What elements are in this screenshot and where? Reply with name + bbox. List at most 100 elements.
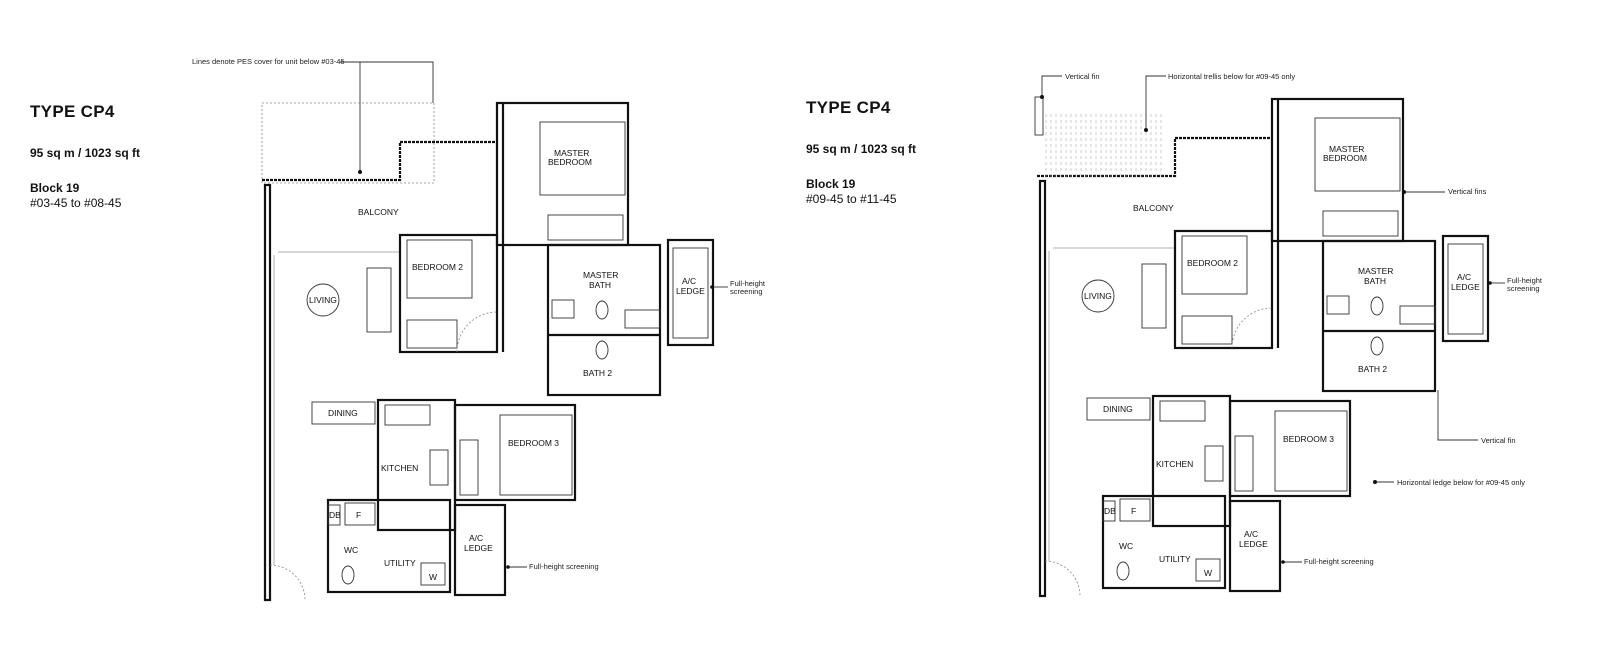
vertical-fin-note: Vertical fin [1481,436,1516,445]
leader-dot [1488,281,1492,285]
leader-dot [1373,480,1377,484]
utility-walls [326,498,452,594]
room-label-bath-2: BATH 2 [583,368,612,378]
leader-dot [506,565,510,569]
room-label-dining: DINING [1103,404,1133,414]
room-label-bath-2: BATH 2 [1358,364,1387,374]
unit-type-title: TYPE CP4 [30,102,115,121]
toilet [1370,336,1384,356]
leader-dot [1402,190,1406,194]
toilet [1370,296,1384,316]
leader-dot [1144,128,1148,132]
bedroom-2-walls [1173,229,1274,350]
dining-table [311,401,376,425]
pes-cover-note: Lines denote PES cover for unit below #0… [192,57,345,66]
room-label-master-bath: BATH [1364,276,1386,286]
wardrobe [406,319,458,349]
room-label-washer: W [429,572,437,582]
room-label-balcony: BALCONY [1133,203,1174,213]
sink [1159,400,1206,422]
unit-range: #03-45 to #08-45 [30,196,122,210]
washer-box [420,562,446,586]
block-label: Block 19 [30,181,80,195]
floor-plan-right: BALCONY LIVING BEDROOM 2 MASTER BEDROOM … [1037,97,1490,598]
door-swing [1044,560,1081,597]
room-label-kitchen: KITCHEN [1156,459,1193,469]
door-swing [456,311,498,353]
wardrobe [1234,435,1254,492]
room-label-bedroom-3: BEDROOM 3 [1283,434,1334,444]
room-label-bedroom-3: BEDROOM 3 [508,438,559,448]
db-box [1102,500,1116,522]
wardrobe [1322,210,1399,237]
screening-note: Full-height screening [1304,557,1374,566]
leader-dot [358,170,362,174]
screening-note: Full-height [730,279,766,288]
room-label-db: DB [1104,506,1116,516]
room-label-ac-ledge: LEDGE [1451,282,1480,292]
door-swing [269,564,306,601]
room-label-ac-ledge: A/C [1244,529,1258,539]
room-label-ac-ledge: A/C [682,276,696,286]
leader-line [1145,75,1166,130]
pes-cover-annotation: Lines denote PES cover for unit below #0… [192,57,435,184]
room-label-master-bath: MASTER [1358,266,1393,276]
kitchen-walls [1151,394,1232,528]
wardrobe [1181,315,1233,345]
room-label-dining: DINING [328,408,358,418]
floor-plan-left: BALCONY LIVING BEDROOM 2 MASTER BEDROOM … [262,101,715,602]
bedroom-3-walls [1228,399,1352,498]
bed [406,239,473,299]
pes-cover-outline [261,102,435,184]
wardrobe [547,214,624,241]
unit-type-title: TYPE CP4 [806,98,891,117]
sink [384,404,431,426]
room-label-master-bath: MASTER [583,270,618,280]
room-label-wc: WC [344,545,358,555]
toilet [595,340,609,360]
screening-annotations-left: Full-height screening Full-height screen… [506,279,766,571]
bedroom-3-walls [453,403,577,502]
sofa [366,267,392,333]
plan-right-annotations: Vertical fin Horizontal trellis below fo… [1034,72,1543,566]
bed [1181,235,1248,295]
room-label-utility: UTILITY [1159,554,1191,564]
toilet [1116,561,1130,581]
room-label-washer: W [1204,568,1212,578]
master-bedroom-walls [1270,97,1405,243]
room-label-ac-ledge: LEDGE [464,543,493,553]
bedroom-2-walls [398,233,499,354]
bed [1314,117,1401,192]
wardrobe [459,439,479,496]
bed [539,121,626,196]
balcony-parapet [262,140,497,182]
room-label-fridge: F [1131,506,1136,516]
kitchen-walls [376,398,457,532]
unit-range: #09-45 to #11-45 [806,192,897,206]
room-label-living: LIVING [309,295,337,305]
room-label-fridge: F [356,510,361,520]
room-label-utility: UTILITY [384,558,416,568]
vertical-fin-note: Vertical fin [1065,72,1100,81]
shower [624,309,661,329]
room-label-ac-ledge: LEDGE [1239,539,1268,549]
ac-ledge-inner [672,247,709,339]
master-bedroom-walls [495,101,630,247]
ac-ledge [666,238,715,347]
room-label-master-bedroom: BEDROOM [548,157,592,167]
room-label-ac-ledge: A/C [1457,272,1471,282]
room-label-ac-ledge: A/C [469,533,483,543]
leader-dot [1040,95,1044,99]
screening-note: Full-height [1507,276,1543,285]
unit-area: 95 sq m / 1023 sq ft [30,146,141,160]
room-label-kitchen: KITCHEN [381,463,418,473]
leader-line [1437,390,1478,441]
leader-line [340,61,434,103]
room-label-db: DB [329,510,341,520]
ledge-note: Horizontal ledge below for #09-45 only [1397,478,1525,487]
room-label-wc: WC [1119,541,1133,551]
washer-box [1195,558,1221,582]
screening-note: Full-height screening [529,562,599,571]
dining-table [1086,397,1151,421]
